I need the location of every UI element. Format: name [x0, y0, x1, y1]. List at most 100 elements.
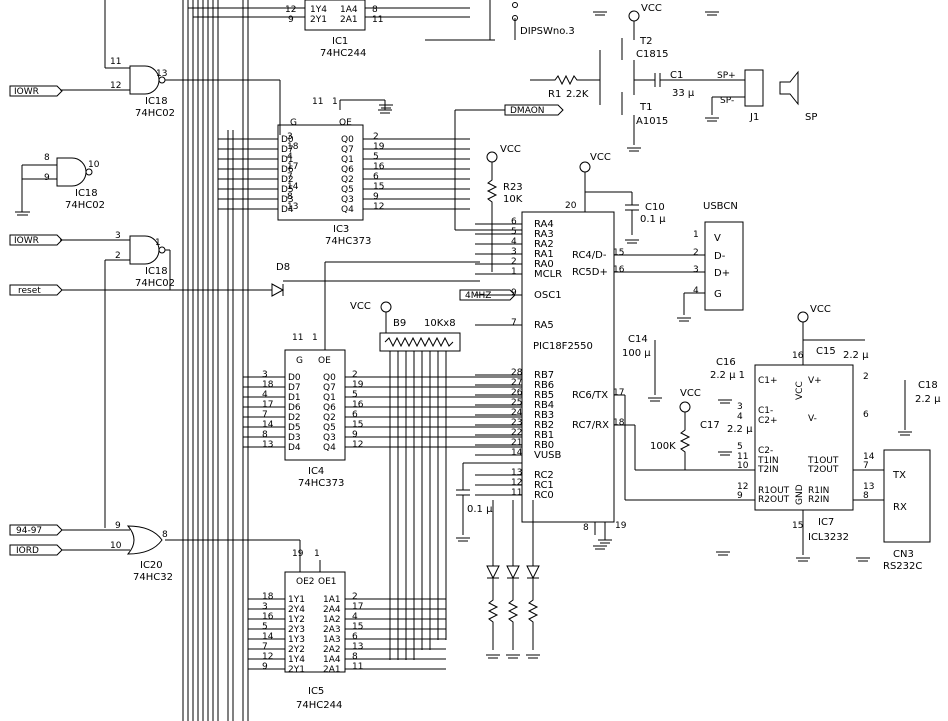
iord-signal: IORD	[16, 546, 39, 556]
ic1-pin-1a4: 1A4	[340, 5, 358, 15]
ic5-pins-left-6: 1Y4	[288, 655, 305, 665]
pic-right-1: RC5D+	[572, 267, 608, 278]
ic4-pins-lnum-3: 17	[262, 400, 273, 410]
icl-rnum-1: 6	[863, 410, 869, 420]
ic4-chip: G OE 11 1 D03D718D14D617D27D514D38D413Q0…	[243, 261, 522, 489]
ic1-chip: 1Y4 2Y1 1A4 2A1 12 9 8 11 IC1 74HC244	[188, 0, 470, 59]
ic5-pins-right-5: 2A2	[323, 645, 341, 655]
led-0	[486, 565, 500, 580]
cn3-connector: TX RX CN3 RS232C	[853, 449, 931, 572]
c16-value: 2.2 μ 1	[710, 370, 745, 381]
pic-lnum-7: 7	[511, 318, 517, 328]
c1-label: C1	[670, 70, 683, 81]
ic5-pins-lnum-0: 18	[262, 592, 274, 602]
ic4-pins-lnum-6: 8	[262, 430, 268, 440]
ic7-gnd-label: GND	[795, 484, 805, 505]
ic5-pins-lnum-3: 5	[262, 622, 268, 632]
ic4-pins-lnum-5: 14	[262, 420, 274, 430]
ic7-vcc: VCC	[810, 304, 831, 315]
vusb-cap-value: 0.1 μ	[467, 504, 493, 515]
ic1-name: IC1	[332, 36, 348, 47]
ic4-pins-lnum-0: 3	[262, 370, 268, 380]
ic3-pins-rnum-4: 6	[373, 172, 379, 182]
c18-value: 2.2 μ	[915, 394, 941, 405]
usb-pin-num-2: 3	[693, 265, 699, 275]
ic4-pins-rnum-2: 5	[352, 390, 358, 400]
pic-lnum-1: 5	[511, 227, 517, 237]
ic20-pin-in1: 9	[115, 521, 121, 531]
c14-value: 100 μ	[622, 348, 651, 359]
ic3-pins-lnum-5: 14	[287, 182, 299, 192]
ic18c-gate: 3 2 1 IC18 74HC02 IOWR	[9, 231, 175, 528]
pic-left-7: RA5	[534, 320, 554, 331]
icl-rnum-5: 8	[863, 491, 869, 501]
usb-pin-name-2: D+	[714, 268, 730, 279]
ic4-pins-left-1: D7	[288, 383, 301, 393]
ic18c-name: IC18	[145, 266, 168, 277]
icl-rnum-3: 7	[863, 461, 869, 471]
pic-left-10: RB5	[534, 390, 554, 401]
icl-rnum-0: 2	[863, 372, 869, 382]
ic20-part: 74HC32	[133, 572, 173, 583]
r1-value: 2.2K	[566, 89, 589, 100]
ic3-pins-right-2: Q1	[341, 155, 354, 165]
usb-pin-name-3: G	[714, 289, 722, 300]
b9-value: 10Kx8	[424, 318, 456, 329]
ground-symbols	[379, 11, 912, 562]
ic5-pins-right-1: 2A4	[323, 605, 341, 615]
led-1-resistor	[507, 578, 519, 650]
vusb-leds: 0.1 μ	[456, 462, 522, 535]
ic5-pins-left-5: 2Y2	[288, 645, 305, 655]
ic4-pins-lnum-1: 18	[262, 380, 274, 390]
icl-left-0: C1+	[758, 376, 778, 386]
ic3-pins-right-3: Q6	[341, 165, 354, 175]
pic-left-14: RB1	[534, 430, 554, 441]
r100k-vcc: VCC	[680, 388, 701, 399]
ic1-part: 74HC244	[320, 48, 366, 59]
ic4-pins-lnum-7: 13	[262, 440, 273, 450]
ic5-part: 74HC244	[296, 700, 342, 711]
ic4-pins-rnum-3: 16	[352, 400, 364, 410]
ic3-pins-right-6: Q3	[341, 195, 354, 205]
pic-lnum-19: 11	[511, 488, 522, 498]
sp-plus: SP+	[717, 71, 736, 81]
ic4-pins-right-1: Q7	[323, 383, 336, 393]
ic4-pins-right-7: Q4	[323, 443, 336, 453]
ic5-oe2-pin: 19	[292, 549, 304, 559]
reset-diode: reset D8	[9, 262, 480, 297]
pic-lnum-16: 14	[511, 448, 523, 458]
ic3-pins-lnum-2: 4	[287, 152, 293, 162]
ic5-pins-left-7: 2Y1	[288, 665, 305, 675]
ic3-pins-rnum-6: 9	[373, 192, 379, 202]
ic5-pins-right-0: 1A1	[323, 595, 341, 605]
ic3-pins-rnum-0: 2	[373, 132, 379, 142]
b9-vcc: VCC	[350, 301, 371, 312]
ic3-pins-right-7: Q4	[341, 205, 354, 215]
ic3-g-pin: 11	[312, 97, 323, 107]
icl-right-5: R2IN	[808, 495, 829, 505]
r23-value: 10K	[503, 194, 523, 205]
c10-label: C10	[645, 202, 665, 213]
c15-label: C15	[816, 346, 836, 357]
ic18c-pin-in1: 3	[115, 231, 121, 241]
pic-lnum-14: 22	[511, 428, 522, 438]
ic3-oe: OE	[339, 118, 352, 128]
usb-connector: USBCN V1D-2D+3G4	[614, 201, 744, 315]
ic5-oe1: OE1	[318, 577, 337, 587]
ic4-part: 74HC373	[298, 478, 344, 489]
icl-lnum-1: 3	[737, 402, 743, 412]
icl-left-2: C2+	[758, 416, 778, 426]
pic-left-13: RB2	[534, 420, 554, 431]
ic18b-pin-in2: 9	[44, 173, 50, 183]
ic5-pins-rnum-2: 4	[352, 612, 358, 622]
ic3-pins-lnum-3: 17	[287, 162, 298, 172]
icl-lnum-7: 9	[737, 491, 743, 501]
t2-vcc: VCC	[641, 3, 662, 14]
d8-label: D8	[276, 262, 290, 273]
ic5-pins-lnum-5: 7	[262, 642, 268, 652]
usb-pin-num-3: 4	[693, 286, 699, 296]
pic-lnum-3: 3	[511, 247, 517, 257]
ic5-pins-right-4: 1A3	[323, 635, 341, 645]
c16-label: C16	[716, 357, 736, 368]
